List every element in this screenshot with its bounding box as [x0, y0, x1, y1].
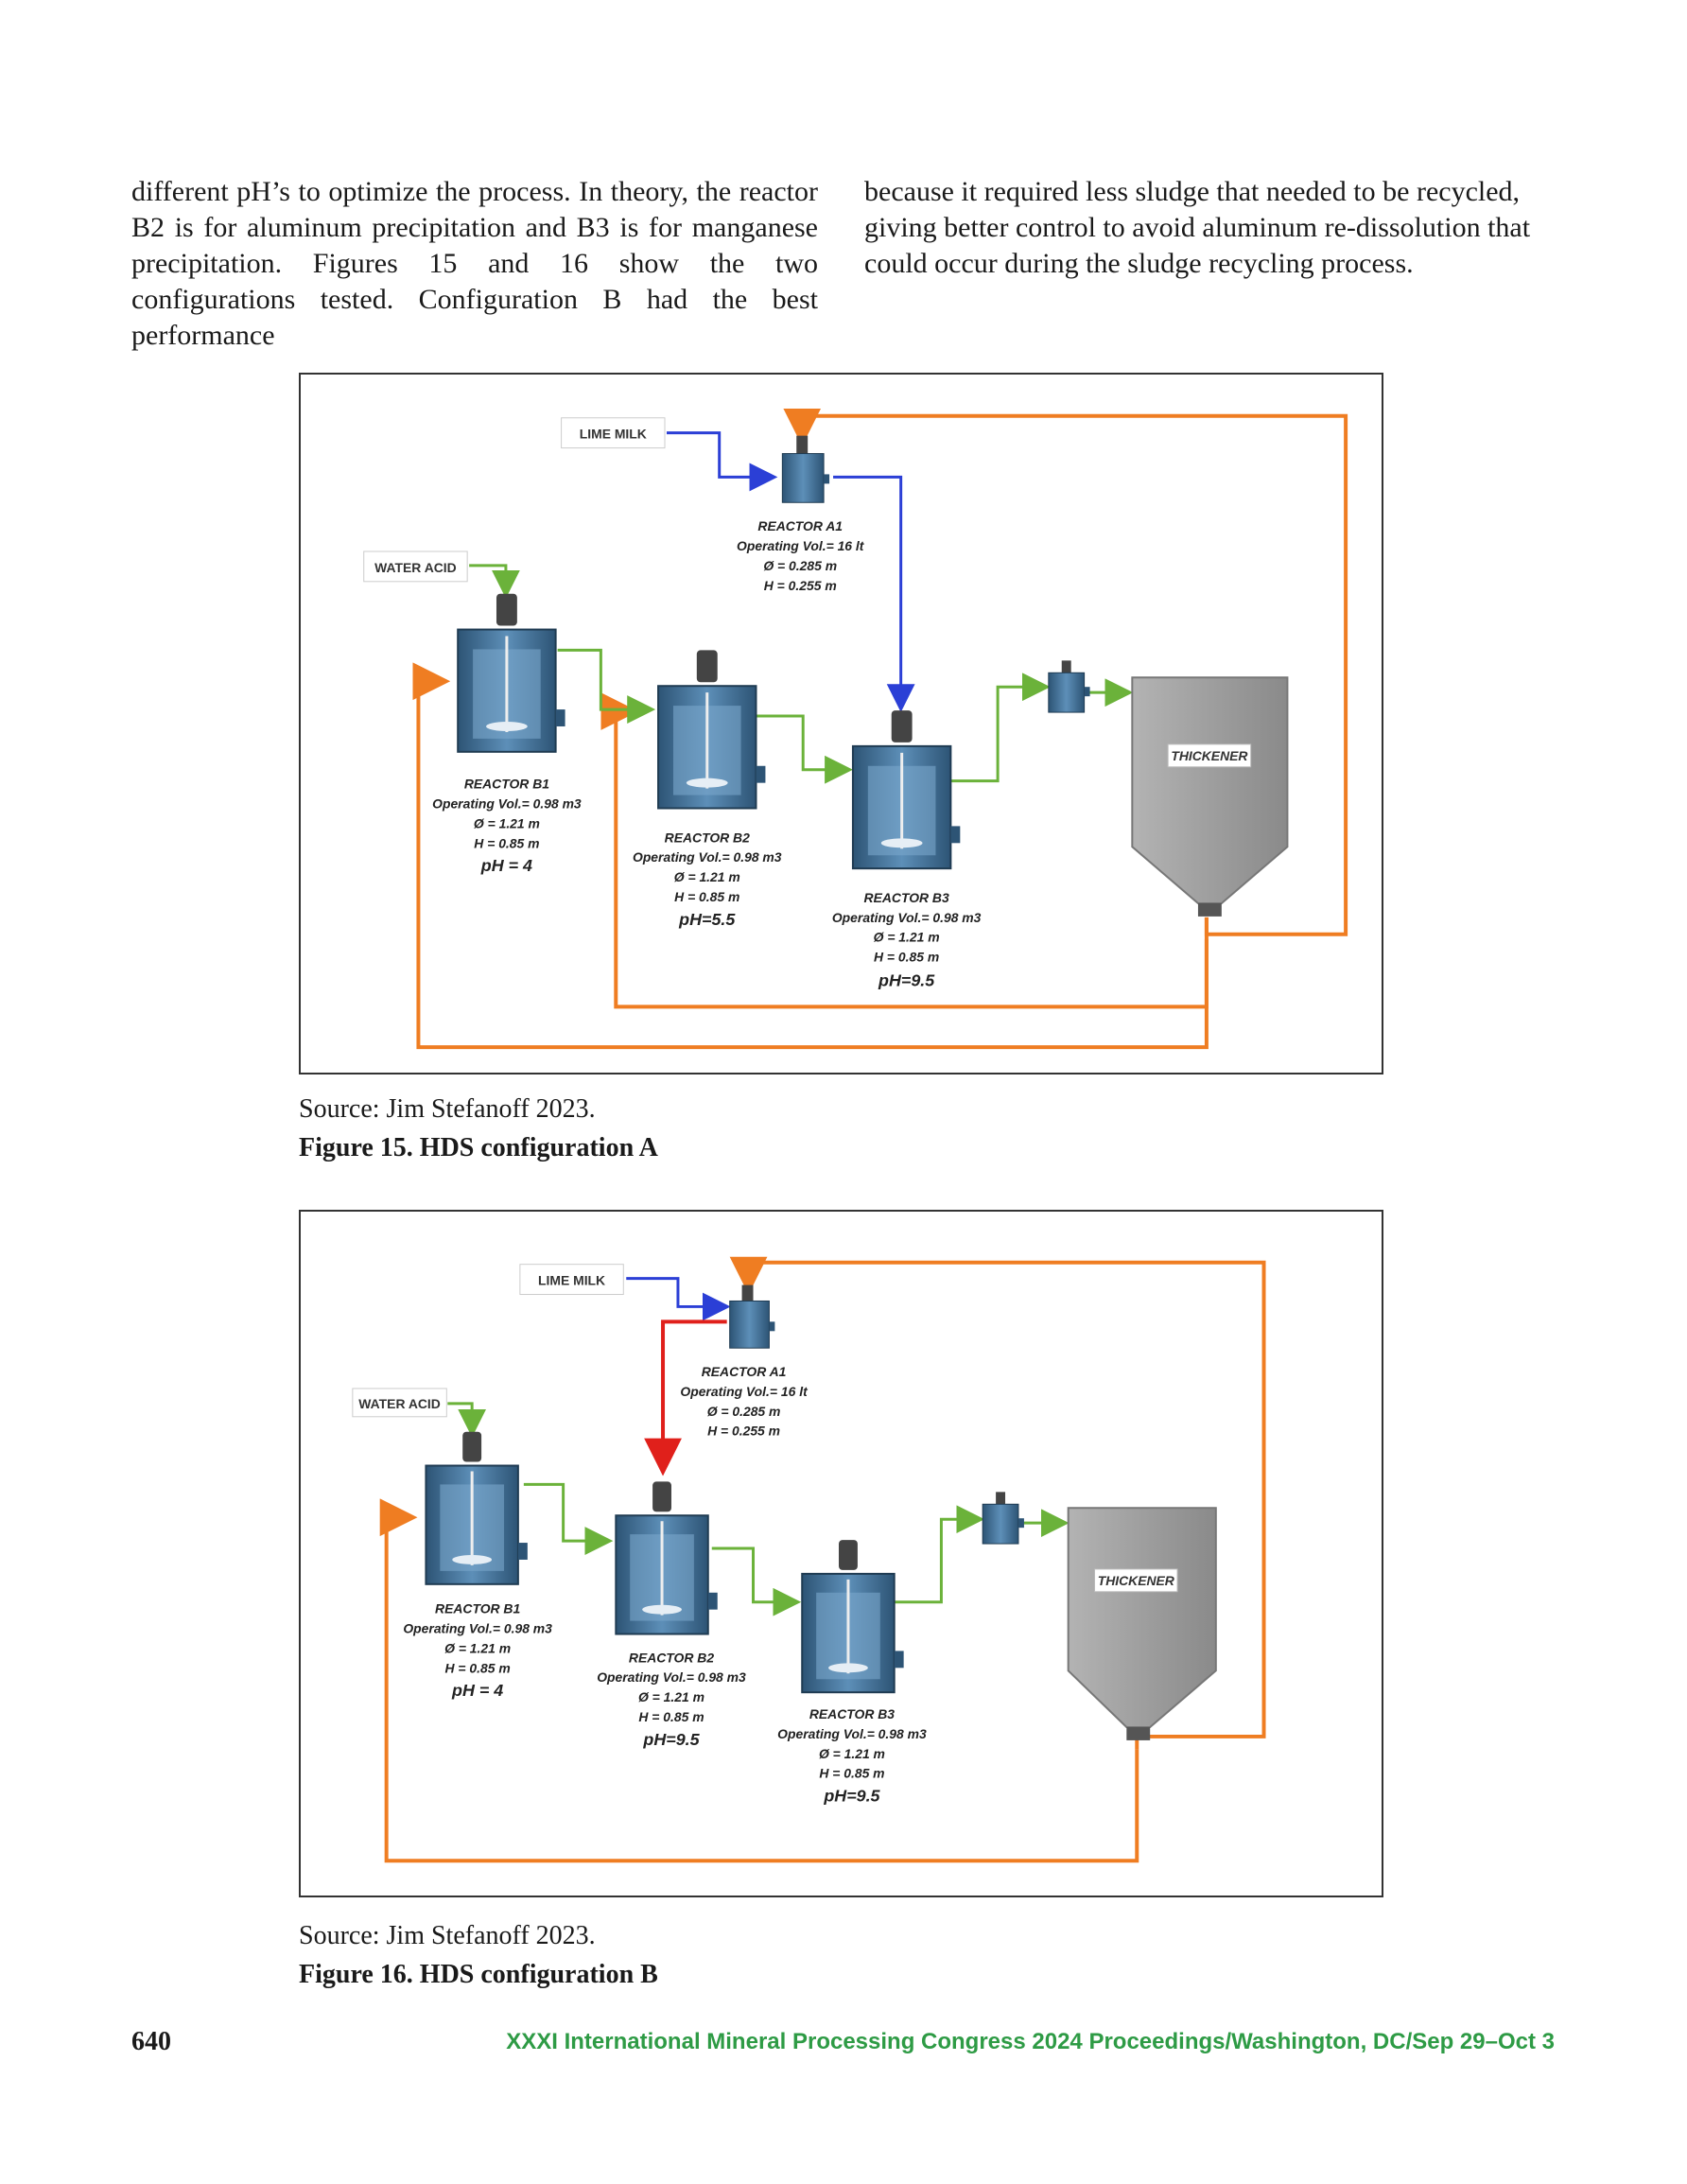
- reactor-b2-vol: Operating Vol.= 0.98 m3: [597, 1669, 746, 1685]
- reactor-a1-vol: Operating Vol.= 16 lt: [680, 1384, 809, 1399]
- lime-line-to-a1: [626, 1277, 731, 1321]
- reactor-b1-tank: [457, 593, 565, 753]
- small-reactor-tank: [982, 1492, 1024, 1545]
- reactor-a1-dia: Ø = 0.285 m: [763, 558, 837, 573]
- b2-to-b3-line: [755, 714, 853, 784]
- reactor-a1-dia: Ø = 0.285 m: [707, 1404, 781, 1419]
- reactor-b2-ph: pH=5.5: [678, 910, 736, 929]
- water-acid-box: [352, 1388, 447, 1418]
- reactor-b2-dia: Ø = 1.21 m: [638, 1689, 704, 1704]
- figure-16-svg: LIME MILK WATER ACID REACTOR A1 Operatin…: [352, 1256, 1266, 1863]
- reactor-b3-ph: pH=9.5: [878, 970, 935, 989]
- paragraph-right: because it required less sludge that nee…: [864, 176, 1531, 279]
- lime-milk-label: LIME MILK: [538, 1273, 605, 1288]
- reactor-b1-dia: Ø = 1.21 m: [444, 1640, 511, 1655]
- figure-16-diagram: LIME MILK WATER ACID REACTOR A1 Operatin…: [299, 1210, 1383, 1897]
- reactor-b1-ph: pH = 4: [451, 1681, 503, 1700]
- figure-15-source: Source: Jim Stefanoff 2023.: [299, 1094, 596, 1124]
- reactor-a1-vol: Operating Vol.= 16 lt: [737, 538, 865, 553]
- b3-to-small-line: [894, 1505, 985, 1604]
- reactor-b2-h: H = 0.85 m: [674, 889, 739, 904]
- reactor-b3-name: REACTOR B3: [864, 890, 949, 905]
- reactor-b1-tank: [425, 1431, 528, 1585]
- figure-15-caption: Figure 15. HDS configuration A: [299, 1133, 658, 1162]
- lime-milk-label: LIME MILK: [580, 427, 647, 442]
- reactor-a1-tank: [729, 1284, 775, 1349]
- paragraph-left: different pH’s to optimize the process. …: [131, 176, 818, 351]
- reactor-b2-tank: [615, 1481, 718, 1635]
- figure-15-diagram: LIME MILK WATER ACID REACTOR A1 Operatin…: [299, 373, 1383, 1075]
- body-text-right-column: because it required less sludge that nee…: [864, 174, 1555, 282]
- reactor-b3-h: H = 0.85 m: [874, 950, 939, 965]
- reactor-b3-h: H = 0.85 m: [819, 1766, 884, 1781]
- thickener-label: THICKENER: [1171, 748, 1247, 763]
- water-acid-line: [469, 564, 520, 599]
- reactor-b2-vol: Operating Vol.= 0.98 m3: [633, 849, 782, 865]
- reactor-b1-name: REACTOR B1: [464, 777, 549, 792]
- reactor-a1-tank: [781, 435, 830, 503]
- reactor-b3-dia: Ø = 1.21 m: [819, 1746, 885, 1761]
- reactor-b1-ph: pH = 4: [480, 856, 532, 875]
- water-acid-label: WATER ACID: [358, 1396, 441, 1411]
- lime-line-to-b3: [833, 475, 915, 713]
- lime-milk-box: [561, 417, 666, 449]
- reactor-a1-name: REACTOR A1: [757, 518, 843, 533]
- b3-to-small-line: [950, 673, 1051, 783]
- running-footer: XXXI International Mineral Processing Co…: [506, 2029, 1555, 2054]
- reactor-b3-name: REACTOR B3: [809, 1706, 895, 1721]
- water-acid-box: [363, 550, 468, 583]
- figure-16-caption: Figure 16. HDS configuration B: [299, 1960, 658, 1989]
- reactor-b1-vol: Operating Vol.= 0.98 m3: [403, 1621, 552, 1636]
- reactor-b1-h: H = 0.85 m: [445, 1660, 511, 1675]
- thickener-label: THICKENER: [1098, 1573, 1174, 1588]
- reactor-a1-h: H = 0.255 m: [707, 1424, 780, 1439]
- reactor-b3-dia: Ø = 1.21 m: [874, 930, 940, 945]
- b1-to-b2-line: [523, 1482, 614, 1555]
- reactor-b3-vol: Operating Vol.= 0.98 m3: [832, 910, 982, 925]
- reactor-b2-name: REACTOR B2: [629, 1650, 714, 1665]
- lime-line-to-a1: [667, 431, 778, 492]
- page-number: 640: [131, 2027, 171, 2056]
- body-text-left-column: different pH’s to optimize the process. …: [131, 174, 818, 354]
- thickener-tank: [1067, 1507, 1217, 1740]
- figure-16-source: Source: Jim Stefanoff 2023.: [299, 1921, 596, 1950]
- reactor-b1-dia: Ø = 1.21 m: [474, 815, 540, 830]
- reactor-b1-name: REACTOR B1: [435, 1601, 520, 1616]
- figure-15-svg: LIME MILK WATER ACID REACTOR A1 Operatin…: [363, 408, 1348, 1050]
- b1-to-b2-line: [557, 648, 656, 725]
- reactor-a1-h: H = 0.255 m: [764, 578, 837, 593]
- water-acid-line: [447, 1402, 487, 1438]
- water-acid-label: WATER ACID: [374, 560, 457, 575]
- a1-to-b2-red-line: [644, 1319, 727, 1476]
- lime-milk-box: [519, 1264, 624, 1296]
- small-reactor-tank: [1048, 660, 1090, 713]
- recycle-line-to-b1: [412, 662, 1209, 1050]
- reactor-b3-ph: pH=9.5: [823, 1787, 880, 1806]
- reactor-b3-vol: Operating Vol.= 0.98 m3: [777, 1726, 927, 1741]
- reactor-b3-tank: [801, 1540, 904, 1694]
- reactor-b2-name: REACTOR B2: [665, 830, 750, 845]
- reactor-b2-tank: [657, 650, 766, 810]
- thickener-tank: [1131, 676, 1289, 917]
- b2-to-b3-line: [711, 1546, 802, 1616]
- reactor-b3-tank: [851, 710, 961, 870]
- reactor-b1-vol: Operating Vol.= 0.98 m3: [432, 796, 582, 812]
- reactor-b2-dia: Ø = 1.21 m: [674, 869, 740, 884]
- reactor-a1-name: REACTOR A1: [702, 1364, 787, 1379]
- reactor-b2-h: H = 0.85 m: [638, 1709, 704, 1724]
- reactor-b2-ph: pH=9.5: [642, 1730, 700, 1749]
- reactor-b1-h: H = 0.85 m: [474, 835, 539, 850]
- recycle-line-to-b1: [379, 1498, 1139, 1863]
